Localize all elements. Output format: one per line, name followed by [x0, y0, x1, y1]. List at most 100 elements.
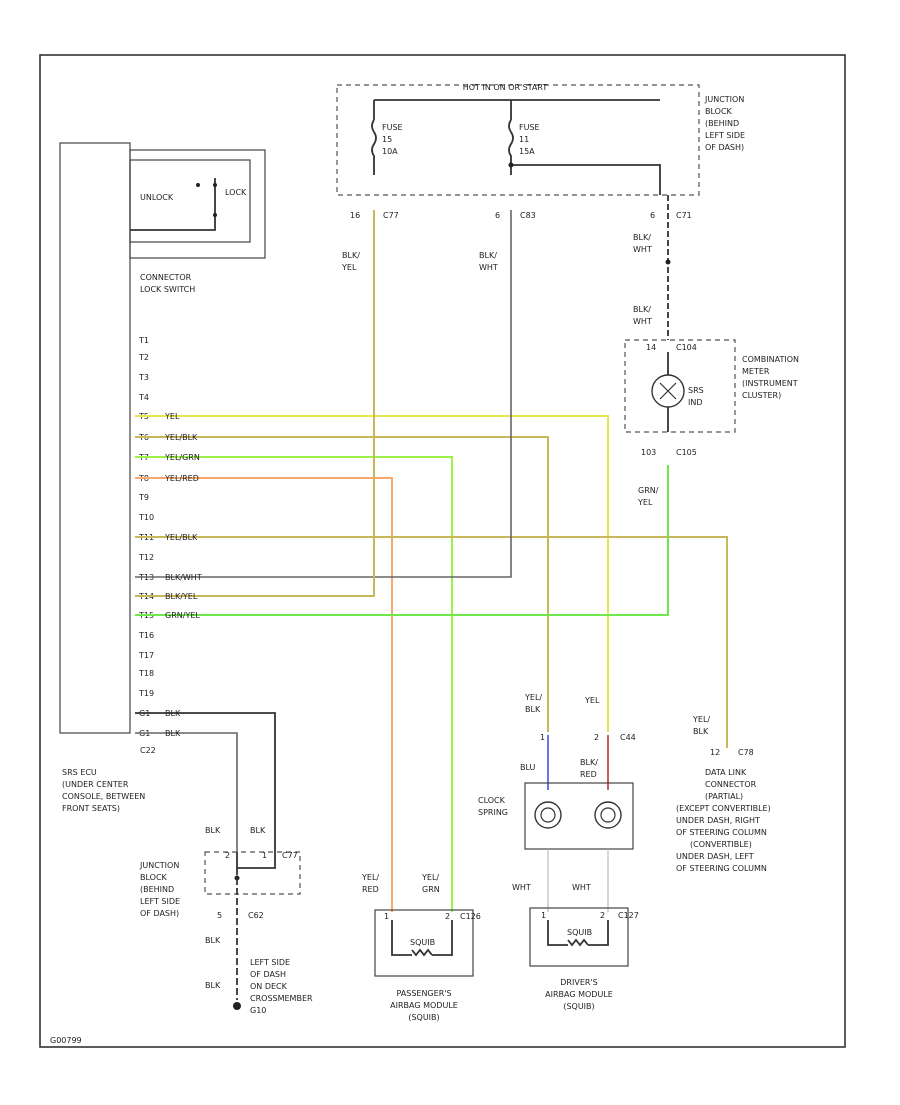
meter-caption-4: CLUSTER)	[742, 391, 781, 400]
pa-wire-right-2: GRN	[422, 885, 440, 894]
meter-lamp-2: IND	[688, 398, 703, 407]
wire-g1a-blk	[135, 712, 276, 852]
dl-caption-4: (EXCEPT CONVERTIBLE)	[676, 804, 771, 813]
spring-coil-b-icon	[594, 801, 622, 829]
wire-t8-yelred	[135, 477, 393, 912]
da-caption-2: AIRBAG MODULE	[545, 990, 613, 999]
wl-blkwht-upper-1: BLK/	[633, 233, 651, 242]
wire-t11-yelblk	[135, 536, 728, 748]
srs-ecu-box	[59, 142, 131, 734]
dl-pin: 12	[710, 748, 720, 757]
cs-wht-a: WHT	[512, 883, 531, 892]
tag-t6: YEL/BLK	[164, 433, 198, 442]
ground-caption-3: ON DECK	[250, 982, 288, 991]
fuse-15-icon	[371, 119, 377, 175]
jbb-left-wire: BLK	[205, 826, 221, 835]
junction-block-bottom: BLK BLK 2 1 C77 5 C62 JUNCTION BLOCK (BE…	[139, 826, 301, 1000]
splice-c71	[665, 259, 671, 265]
dl-caption-9: OF STEERING COLUMN	[676, 864, 767, 873]
meter-caption-1: COMBINATION	[742, 355, 799, 364]
jbb-right-wire: BLK	[250, 826, 266, 835]
jb-top-caption-5: OF DASH)	[705, 143, 744, 152]
diagram-frame	[39, 54, 846, 1048]
tag-t15: GRN/YEL	[165, 611, 200, 620]
switch-terminal-b	[213, 183, 217, 187]
wire-t5-yel	[135, 415, 609, 732]
srs-indicator-lamp-icon	[651, 374, 685, 408]
ecu-pin-label: T1	[138, 336, 149, 345]
dl-caption-7: (CONVERTIBLE)	[690, 840, 752, 849]
ecu-pin-label: T10	[138, 513, 154, 522]
conn-c77-top: C77	[383, 211, 399, 220]
jbb-pin-b: 1	[262, 851, 267, 860]
ecu-pin-label: T16	[138, 631, 154, 640]
switch-terminal-a	[196, 183, 200, 187]
jb-top-caption-4: LEFT SIDE	[705, 131, 745, 140]
ground-caption-2: OF DASH	[250, 970, 286, 979]
pin-16: 16	[350, 211, 360, 220]
clock-spring: YEL/ BLK YEL 1 2 C44 BLU BLK/ RED CLOCK …	[478, 693, 636, 912]
spring-coil-b-inner-icon	[600, 807, 616, 823]
srs-ecu-caption-2: (UNDER CENTER	[62, 780, 129, 789]
bus-drops	[373, 100, 512, 120]
clock-spring-box	[524, 782, 634, 850]
jbb-internal	[236, 852, 276, 875]
passenger-airbag-box	[374, 909, 474, 977]
wl-blkwht-1: BLK/	[479, 251, 497, 260]
dl-caption-6: OF STEERING COLUMN	[676, 828, 767, 837]
unlock-label: UNLOCK	[140, 193, 174, 202]
wl-blkwht-2: WHT	[479, 263, 498, 272]
conn-c71: C71	[676, 211, 692, 220]
ecu-pin-label: T2	[138, 353, 149, 362]
driver-squib-icon	[567, 938, 589, 947]
ground-point: LEFT SIDE OF DASH ON DECK CROSSMEMBER G1…	[233, 958, 313, 1015]
ecu-pin-label: T12	[138, 553, 154, 562]
cs-wire-c: BLU	[520, 763, 536, 772]
fuse-a-line1: FUSE	[382, 123, 403, 132]
jb-top-caption-1: JUNCTION	[704, 95, 744, 104]
lock-switch: UNLOCK LOCK CONNECTOR LOCK SWITCH	[129, 149, 266, 294]
wl-grnyel-1: GRN/	[638, 486, 659, 495]
ground-caption-1: LEFT SIDE	[250, 958, 290, 967]
dl-conn: C78	[738, 748, 754, 757]
wire-t6-yelblk	[135, 436, 549, 732]
fuse-b-line2: 11	[519, 135, 529, 144]
fuse-11-icon	[508, 119, 514, 175]
wire-t13-blkwht	[135, 210, 512, 578]
dl-caption-1: DATA LINK	[705, 768, 747, 777]
jbb-pin-a: 2	[225, 851, 230, 860]
tag-t7: YEL/GRN	[164, 453, 200, 462]
pa-wire-left-1: YEL/	[361, 873, 379, 882]
jbb-outline	[204, 851, 301, 895]
tag-g1b: BLK	[165, 729, 181, 738]
ground-icon	[233, 1002, 241, 1010]
da-caption-1: DRIVER'S	[560, 978, 597, 987]
dl-caption-8: UNDER DASH, LEFT	[676, 852, 754, 861]
jbb-caption-3: (BEHIND	[140, 885, 174, 894]
da-conn: C127	[618, 911, 639, 920]
lock-switch-caption-2: LOCK SWITCH	[140, 285, 195, 294]
lock-label: LOCK	[225, 188, 247, 197]
pa-pin-a: 1	[384, 912, 389, 921]
tag-g1a: BLK	[165, 709, 181, 718]
pa-caption-1: PASSENGER'S	[396, 989, 451, 998]
fuse-a-line3: 10A	[382, 147, 398, 156]
ecu-pin-label: T4	[138, 393, 149, 402]
da-pin-a: 1	[541, 911, 546, 920]
fuse-a-line2: 15	[382, 135, 392, 144]
jbb-caption-2: BLOCK	[140, 873, 168, 882]
wire-g1b-blk	[135, 732, 238, 852]
switch-terminal-c	[213, 213, 217, 217]
fuse-b-line3: 15A	[519, 147, 535, 156]
fuse-b-line1: FUSE	[519, 123, 540, 132]
wl-blkwht-upper-2: WHT	[633, 245, 652, 254]
ecu-pin-label: T18	[138, 669, 154, 678]
srs-ecu-caption-4: FRONT SEATS)	[62, 804, 120, 813]
passenger-squib-leads	[391, 920, 453, 956]
ground-caption-4: CROSSMEMBER	[250, 994, 313, 1003]
fuse-b-feed	[511, 164, 661, 195]
cs-wire-d-2: RED	[580, 770, 597, 779]
spring-coil-a-icon	[534, 801, 562, 829]
lock-switch-contact	[130, 178, 216, 231]
pa-pin-b: 2	[445, 912, 450, 921]
